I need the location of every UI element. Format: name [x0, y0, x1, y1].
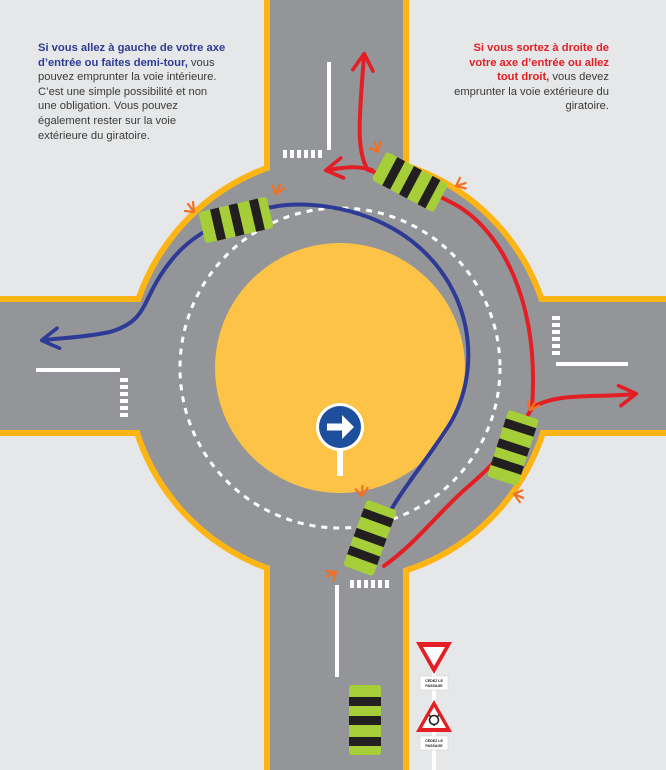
yield-sign-text-line2: PASSAGE [425, 684, 443, 688]
right-caption: Si vous sortez à droite de votre axe d’e… [445, 41, 609, 114]
left-caption: Si vous allez à gauche de votre axe d’en… [38, 41, 228, 143]
exit-left-arrow-path [323, 156, 374, 180]
arrow-right-icon [327, 415, 354, 439]
right-caption-highlight: Si vous sortez à droite de votre axe d’e… [469, 42, 609, 84]
mandatory-direction-sign [316, 403, 364, 476]
central-island [215, 243, 465, 493]
car-waiting-bottom [349, 685, 381, 755]
lane-divider [178, 206, 502, 530]
yield-sign-text-line1: CÉDEZ LE [425, 678, 443, 683]
lane-markings [36, 62, 628, 677]
left-caption-highlight: Si vous allez à gauche de votre axe d’en… [38, 42, 226, 69]
left-caption-body: vous pouvez emprunter la voie intérieure… [38, 56, 217, 142]
roundabout-sign-text-line2: PASSAGE [425, 744, 443, 748]
inner-lane-path [39, 202, 471, 542]
yield-sign-post: CÉDEZ LE PASSAGE CÉDEZ LE PASSAGE [416, 642, 452, 770]
roundabout-sign-text-line1: CÉDEZ LE [425, 738, 443, 743]
right-caption-body: vous devez emprunter la voie extérieure … [454, 71, 609, 113]
